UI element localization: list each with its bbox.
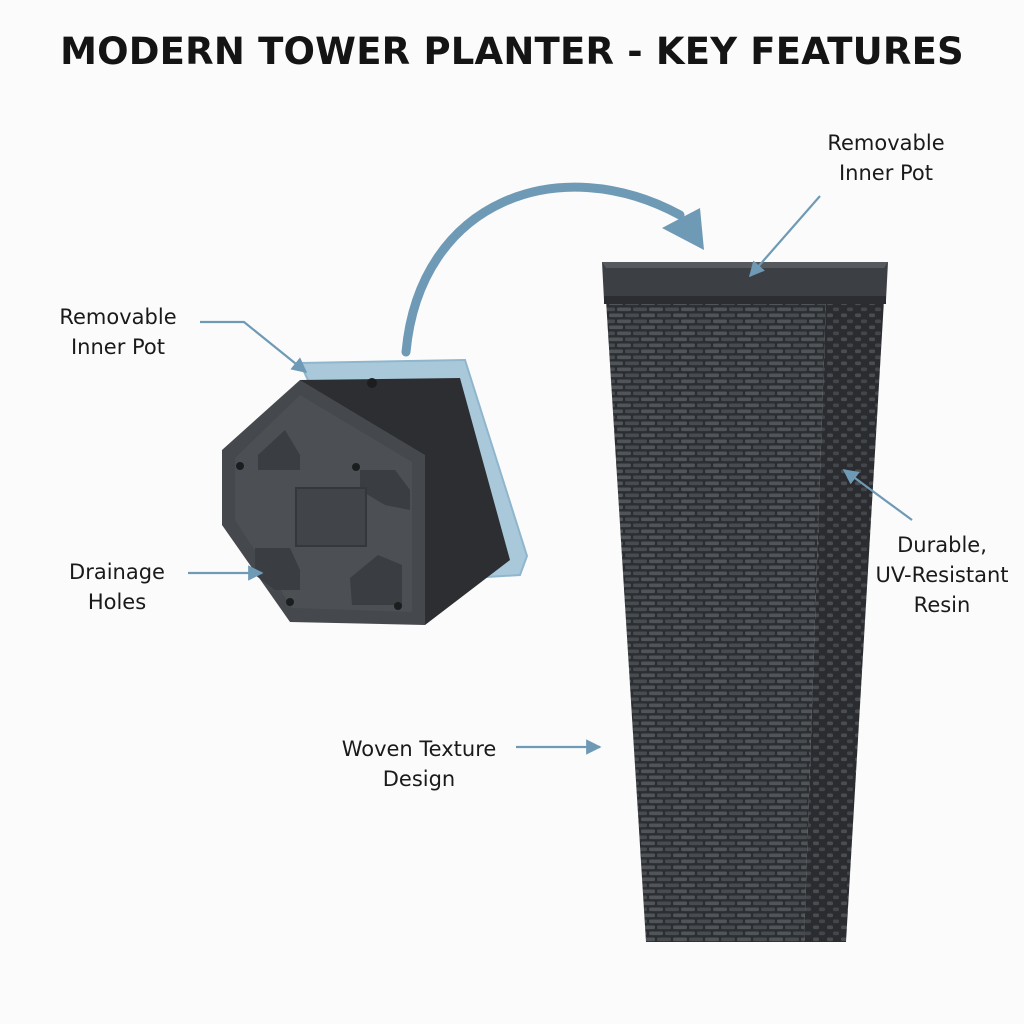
planter-front-face — [606, 300, 826, 942]
inner-pot-rim — [602, 262, 888, 300]
callout-line: Inner Pot — [70, 335, 166, 359]
callout-arrow-icon — [748, 195, 821, 278]
drainage-hole-icon — [236, 462, 244, 470]
callout-inner-pot-top: Removable Inner Pot — [806, 128, 966, 188]
pot-foot — [360, 470, 410, 510]
curved-arrow-head-icon — [662, 208, 704, 250]
curved-arrow-icon — [401, 182, 685, 357]
callout-arrow-icon — [200, 320, 308, 373]
pot-foot — [258, 430, 300, 470]
page-title: MODERN TOWER PLANTER - KEY FEATURES — [60, 30, 964, 73]
callout-line: Design — [382, 767, 456, 791]
callout-drainage: Drainage Holes — [52, 557, 182, 617]
callout-line: Removable — [827, 131, 945, 155]
callout-inner-pot-left: Removable Inner Pot — [38, 302, 198, 362]
callout-line: Resin — [913, 593, 971, 617]
callout-line: Durable, — [897, 533, 987, 557]
pot-foot — [350, 555, 402, 605]
callout-line: Holes — [87, 590, 147, 614]
callout-line: Removable — [59, 305, 177, 329]
inner-pot-rim-top — [602, 262, 888, 268]
drainage-hole-icon — [352, 463, 360, 471]
callout-line: UV-Resistant — [875, 563, 1009, 587]
drainage-hole-icon — [394, 602, 402, 610]
removable-inner-pot — [222, 358, 529, 625]
callout-resin: Durable, UV-Resistant Resin — [862, 530, 1022, 620]
planter-front-shade — [606, 300, 826, 942]
pot-foot — [255, 548, 300, 590]
pot-center-recess — [295, 487, 367, 547]
callout-line: Woven Texture — [341, 737, 497, 761]
callout-texture: Woven Texture Design — [326, 734, 512, 794]
tower-planter — [602, 262, 888, 942]
callout-arrow-icon — [842, 469, 913, 521]
inner-pot-collar — [604, 296, 886, 304]
drainage-hole-icon — [367, 378, 377, 388]
callout-line: Drainage — [69, 560, 165, 584]
planter-side-face — [804, 300, 884, 942]
drainage-hole-icon — [286, 598, 294, 606]
callout-line: Inner Pot — [838, 161, 934, 185]
